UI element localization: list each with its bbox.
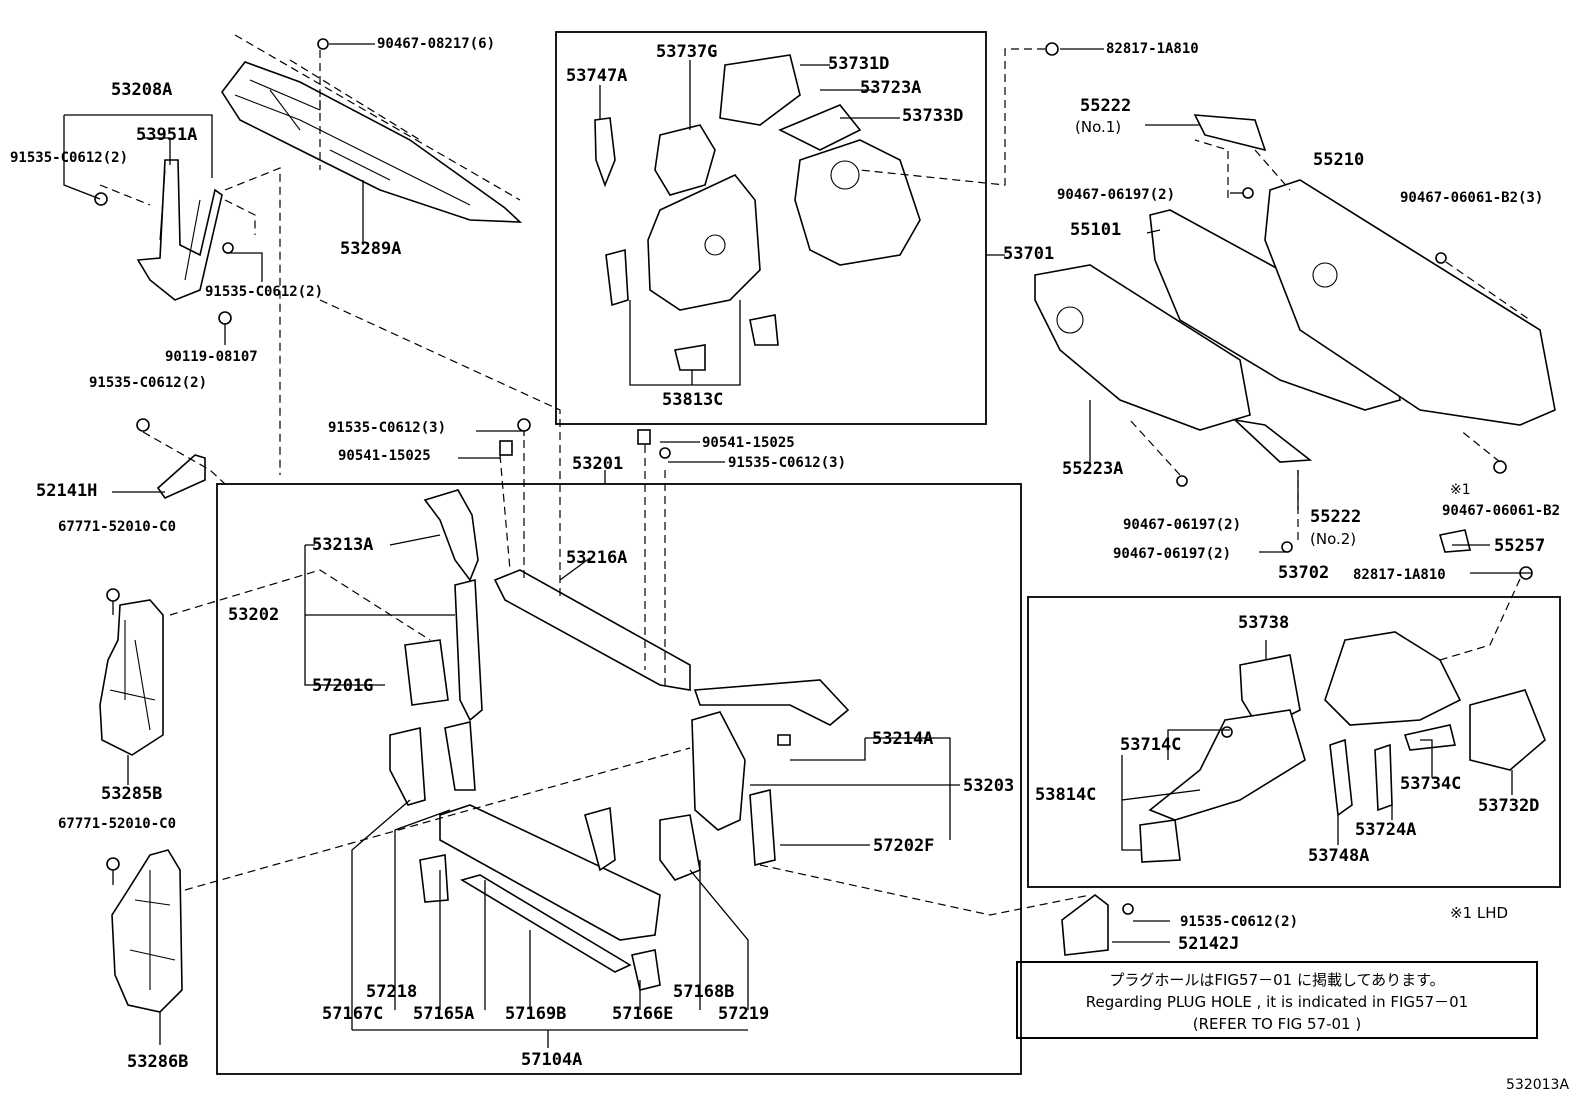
label-53702: 53702 [1278, 563, 1330, 583]
label-lhd-note: ※1 LHD [1450, 904, 1509, 922]
part-bracket-53208A [136, 159, 223, 301]
figure-id: 532013A [1506, 1077, 1570, 1093]
part-52142J [1061, 893, 1109, 956]
label-53208A: 53208A [111, 80, 173, 100]
label-55101: 55101 [1070, 220, 1122, 240]
label-57201G: 57201G [312, 676, 374, 696]
label-53723A: 53723A [860, 78, 922, 98]
label-53202: 53202 [228, 605, 280, 625]
label-53289A: 53289A [340, 239, 402, 259]
label-90541-b: 90541-15025 [702, 435, 795, 451]
part-air-guide-53285B [99, 599, 164, 756]
label-53286B: 53286B [127, 1052, 189, 1072]
part-cowl-panel [221, 34, 523, 223]
label-55223A: 55223A [1062, 459, 1124, 479]
label-57165A: 57165A [413, 1004, 475, 1024]
label-91535-C0612-3b: 91535-C0612(3) [728, 455, 847, 471]
label-82817-a: 82817-1A810 [1106, 41, 1199, 57]
label-57166E: 57166E [612, 1004, 674, 1024]
label-53213A: 53213A [312, 535, 374, 555]
label-53216A: 53216A [566, 548, 628, 568]
box-53201 [216, 483, 1022, 1075]
part-apron-group-53701 [594, 54, 921, 371]
part-dash-panels [1034, 114, 1556, 553]
note-line-1: プラグホールはFIG57－01 に掲載してあります。 [1109, 971, 1445, 989]
label-55222-no2: 55222 [1310, 507, 1362, 527]
label-91535-C0612-3a: 91535-C0612(3) [328, 420, 447, 436]
label-53733D: 53733D [902, 106, 964, 126]
label-53203: 53203 [963, 776, 1015, 796]
label-52142J: 52142J [1178, 934, 1240, 954]
label-82817-b: 82817-1A810 [1353, 567, 1446, 583]
part-radiator-support [389, 489, 850, 991]
label-53814C: 53814C [1035, 785, 1097, 805]
label-53731D: 53731D [828, 54, 890, 74]
box-53701 [555, 31, 987, 425]
label-57219: 57219 [718, 1004, 770, 1024]
part-air-guide-53286B [111, 849, 183, 1013]
note-line-3: (REFER TO FIG 57-01 ) [1192, 1015, 1362, 1033]
label-90541-a: 90541-15025 [338, 448, 431, 464]
label-53285B: 53285B [101, 784, 163, 804]
label-57218: 57218 [366, 982, 418, 1002]
label-57104A: 57104A [521, 1050, 583, 1070]
plug-hole-note: プラグホールはFIG57－01 に掲載してあります。 Regarding PLU… [1016, 961, 1538, 1039]
part-52141H [156, 454, 206, 500]
label-90467-06197-c: 90467-06197(2) [1113, 546, 1232, 562]
label-91535-C0612-d: 91535-C0612(2) [1180, 914, 1299, 930]
label-67771-a: 67771-52010-C0 [58, 519, 177, 535]
label-53813C: 53813C [662, 390, 724, 410]
label-55210: 55210 [1313, 150, 1365, 170]
label-57168B: 57168B [673, 982, 735, 1002]
label-52141H: 52141H [36, 481, 98, 501]
label-55222-no1-sub: (No.1) [1075, 118, 1122, 136]
leader-lines [63, 43, 1532, 1048]
label-57167C: 57167C [322, 1004, 384, 1024]
label-53748A: 53748A [1308, 846, 1370, 866]
label-90467-06061-a: 90467-06061-B2(3) [1400, 190, 1544, 206]
label-53738: 53738 [1238, 613, 1290, 633]
label-55222-no1: 55222 [1080, 96, 1132, 116]
label-90467-06197-b: 90467-06197(2) [1123, 517, 1242, 533]
label-91535-C0612-c: 91535-C0612(2) [89, 375, 208, 391]
label-55257: 55257 [1494, 536, 1546, 556]
label-90467-06061-b: 90467-06061-B2 [1442, 503, 1561, 519]
fasteners [94, 38, 1533, 915]
label-53724A: 53724A [1355, 820, 1417, 840]
note-line-2: Regarding PLUG HOLE , it is indicated in… [1085, 993, 1469, 1011]
label-57202F: 57202F [873, 836, 935, 856]
label-53734C: 53734C [1400, 774, 1462, 794]
label-91535-C0612-b: 91535-C0612(2) [205, 284, 324, 300]
label-91535-C0612-a: 91535-C0612(2) [10, 150, 129, 166]
label-53951A: 53951A [136, 125, 198, 145]
label-55222-no2-sub: (No.2) [1310, 530, 1357, 548]
label-53747A: 53747A [566, 66, 628, 86]
dashed-lines [99, 48, 1531, 916]
label-57169B: 57169B [505, 1004, 567, 1024]
box-53702 [1027, 596, 1561, 888]
label-67771-b: 67771-52010-C0 [58, 816, 177, 832]
label-53214A: 53214A [872, 729, 934, 749]
label-53732D: 53732D [1478, 796, 1540, 816]
label-53737G: 53737G [656, 42, 718, 62]
label-53701: 53701 [1003, 244, 1055, 264]
label-53201: 53201 [572, 454, 624, 474]
part-apron-group-53702 [1139, 631, 1546, 863]
label-53714C: 53714C [1120, 735, 1182, 755]
label-90467-08217: 90467-08217(6) [377, 36, 496, 52]
label-lhd-mark: ※1 [1450, 482, 1471, 498]
label-90119-08107: 90119-08107 [165, 349, 258, 365]
label-90467-06197-a: 90467-06197(2) [1057, 187, 1176, 203]
